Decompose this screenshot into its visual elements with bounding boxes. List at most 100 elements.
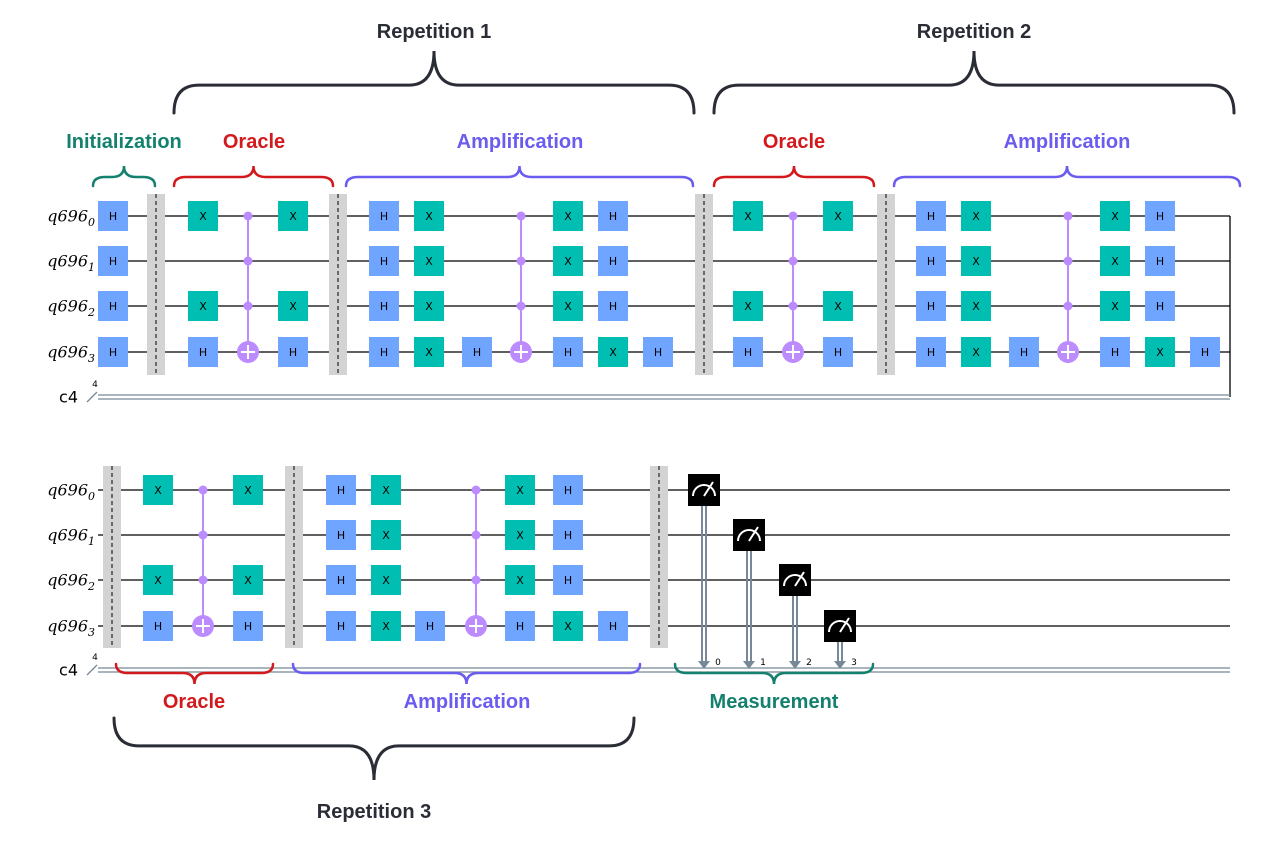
control-dot	[516, 301, 526, 311]
gate-label: H	[199, 346, 207, 359]
measure-gate: 2	[779, 564, 812, 669]
gate-label: X	[425, 255, 433, 268]
gate-label: H	[380, 255, 388, 268]
hadamard-gate: H	[823, 337, 853, 367]
meter-arc	[828, 620, 852, 633]
pauli-x-gate: X	[961, 337, 991, 367]
initialization-brace	[91, 165, 157, 188]
hadamard-gate: H	[553, 565, 583, 595]
gate-box	[143, 565, 173, 595]
measure-gate: 3	[824, 610, 857, 669]
gate-label: H	[380, 300, 388, 313]
measure-gate: 0	[688, 474, 721, 669]
gate-box	[371, 520, 401, 550]
gate-box	[98, 291, 128, 321]
pauli-x-gate: X	[414, 201, 444, 231]
gate-label: X	[972, 210, 980, 223]
gate-box	[598, 337, 628, 367]
gate-label: H	[1020, 346, 1028, 359]
control-dot	[516, 256, 526, 266]
gate-label: H	[109, 346, 117, 359]
multi-controlled-x-gate	[510, 211, 532, 363]
gate-label: H	[1201, 346, 1209, 359]
pauli-x-gate: X	[505, 520, 535, 550]
gate-box	[98, 201, 128, 231]
gate-label: X	[289, 210, 297, 223]
control-dot	[198, 485, 208, 495]
pauli-x-gate: X	[1100, 291, 1130, 321]
gate-label: X	[516, 484, 524, 497]
pauli-x-gate: X	[553, 246, 583, 276]
gate-box	[326, 520, 356, 550]
pauli-x-gate: X	[823, 201, 853, 231]
gate-box	[505, 611, 535, 641]
control-dot	[1063, 211, 1073, 221]
gate-label: H	[154, 620, 162, 633]
gate-label: X	[564, 620, 572, 633]
measure-arrow	[743, 661, 755, 669]
oracle-label: Oracle	[223, 131, 285, 153]
qubit-label: q6961	[47, 526, 95, 549]
gate-label: X	[564, 210, 572, 223]
gate-box	[326, 475, 356, 505]
gate-label: H	[337, 529, 345, 542]
multi-controlled-x-gate	[465, 485, 487, 637]
gate-label: X	[744, 210, 752, 223]
gate-box	[278, 201, 308, 231]
gate-label: X	[972, 255, 980, 268]
gate-label: X	[609, 346, 617, 359]
gate-label: H	[244, 620, 252, 633]
pauli-x-gate: X	[414, 291, 444, 321]
gate-label: X	[382, 484, 390, 497]
gate-box	[233, 475, 263, 505]
classical-width: 4	[92, 653, 98, 663]
hadamard-gate: H	[369, 291, 399, 321]
gate-label: X	[564, 255, 572, 268]
hadamard-gate: H	[1145, 201, 1175, 231]
gate-label: X	[1156, 346, 1164, 359]
gate-label: H	[380, 346, 388, 359]
gate-box	[188, 291, 218, 321]
gate-label: H	[109, 210, 117, 223]
pauli-x-gate: X	[823, 291, 853, 321]
meter-arc	[692, 484, 716, 497]
control-dot	[788, 301, 798, 311]
gate-label: H	[564, 574, 572, 587]
pauli-x-gate: X	[1100, 201, 1130, 231]
gate-box	[462, 337, 492, 367]
pauli-x-gate: X	[371, 520, 401, 550]
qubit-label: q6960	[47, 207, 95, 230]
hadamard-gate: H	[598, 291, 628, 321]
barrier	[103, 466, 121, 648]
multi-controlled-x-gate	[782, 211, 804, 363]
gate-label: H	[564, 484, 572, 497]
gate-box	[1100, 291, 1130, 321]
gate-label: H	[564, 529, 572, 542]
measure-index: 0	[715, 658, 721, 668]
gate-label: H	[426, 620, 434, 633]
gate-label: X	[564, 300, 572, 313]
pauli-x-gate: X	[233, 475, 263, 505]
gate-box	[98, 337, 128, 367]
pauli-x-gate: X	[961, 291, 991, 321]
gate-label: X	[516, 574, 524, 587]
gate-label: X	[244, 574, 252, 587]
gate-label: X	[154, 574, 162, 587]
control-dot	[788, 211, 798, 221]
gate-box	[415, 611, 445, 641]
hadamard-gate: H	[98, 291, 128, 321]
gate-box	[1190, 337, 1220, 367]
hadamard-gate: H	[1100, 337, 1130, 367]
gate-label: X	[834, 300, 842, 313]
hadamard-gate: H	[916, 201, 946, 231]
repetition-2-label: Repetition 2	[917, 21, 1031, 43]
gate-label: X	[382, 574, 390, 587]
gate-label: X	[834, 210, 842, 223]
hadamard-gate: H	[369, 337, 399, 367]
hadamard-gate: H	[733, 337, 763, 367]
gate-box	[553, 475, 583, 505]
classical-register-label: c4	[59, 388, 78, 407]
control-dot	[1063, 256, 1073, 266]
barrier-band	[877, 194, 895, 375]
gate-label: X	[516, 529, 524, 542]
